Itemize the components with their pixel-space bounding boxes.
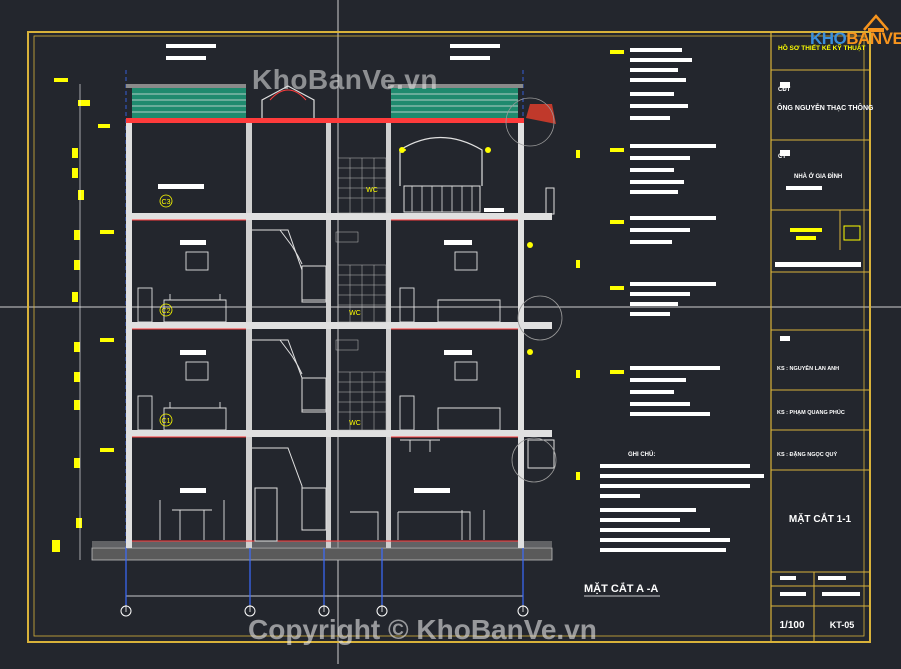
title-project-label: CT (778, 154, 786, 160)
title-block (770, 31, 871, 643)
annotation-blocks (158, 44, 764, 552)
wc-tiles (335, 157, 387, 431)
leader-markers (399, 50, 624, 374)
title-sheet-name: MẶT CẮT 1-1 (789, 512, 852, 525)
ground-slab (91, 547, 553, 561)
logo-brand-a: KHO (810, 29, 847, 48)
title-owner: ÔNG NGUYỄN THẠC THÔNG (777, 103, 874, 112)
title-checker: KS : PHẠM QUANG PHÚC (777, 409, 845, 416)
title-scale: 1/100 (779, 620, 804, 631)
ground-hatch (92, 541, 552, 548)
sheet-frame-inner (33, 35, 865, 637)
title-project: NHÀ Ở GIA ĐÌNH (794, 172, 842, 180)
floor-tag-c2: C2 (162, 308, 171, 315)
floor-tag-c3: C3 (162, 199, 171, 206)
title-owner-label: CĐT (778, 87, 791, 93)
room-tag-wc-2: WC (349, 310, 361, 317)
roof (126, 84, 556, 213)
logo-brand-b: BANVE (846, 29, 901, 48)
floor-tags (159, 194, 173, 427)
grid-axes (120, 70, 529, 617)
title-director: KS : ĐẶNG NGỌC QUÝ (777, 451, 838, 458)
title-company: HỒ SƠ THIẾT KẾ KỸ THUẬT (778, 42, 866, 52)
notes-heading: GHI CHÚ: (628, 451, 655, 458)
room-tag-wc-3: WC (366, 187, 378, 194)
floor-tag-c1: C1 (162, 418, 171, 425)
room-tag-wc-1: WC (349, 420, 361, 427)
section-title: MẶT CẮT A -A (584, 582, 658, 595)
furniture (137, 251, 501, 540)
title-sheet-number: KT-05 (830, 620, 855, 630)
detail-callouts (505, 97, 563, 483)
staircase (252, 229, 327, 542)
title-designer: KS : NGUYỄN LAN ANH (777, 365, 839, 372)
level-markers (52, 78, 580, 552)
building-section (126, 118, 555, 548)
brand-logo: KHOBANVE (806, 10, 901, 54)
